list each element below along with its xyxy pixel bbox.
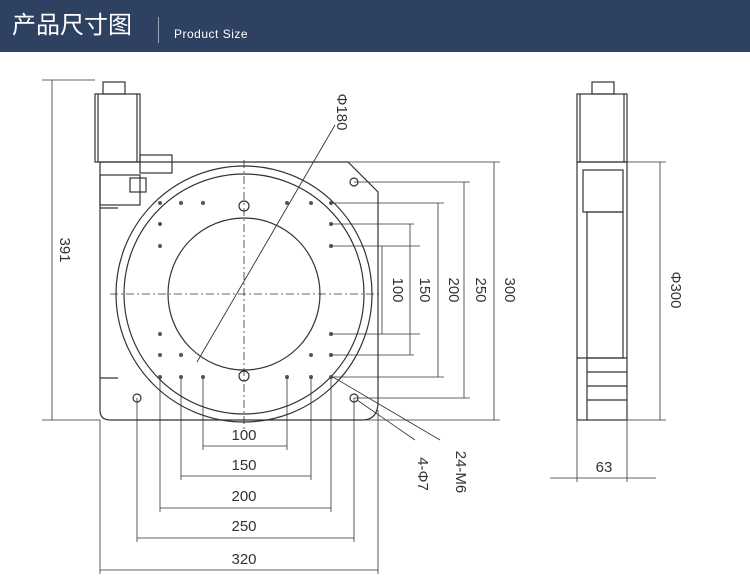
motor-knob (102, 81, 126, 95)
label-v300: 300 (501, 277, 518, 302)
motor-connector (139, 154, 173, 174)
label-v200: 200 (445, 277, 462, 302)
side-body (576, 161, 628, 421)
base-plate (99, 161, 379, 421)
label-v150: 150 (416, 277, 433, 302)
threaded-holes (158, 201, 333, 379)
label-h320: 320 (231, 551, 256, 568)
label-h200: 200 (231, 488, 256, 505)
side-middle-block (586, 211, 624, 359)
label-diameter-180: Φ180 (333, 94, 350, 131)
side-motor (576, 93, 628, 163)
technical-drawing: 391 Φ180 100 150 200 250 300 24-M6 4-Φ7 … (42, 79, 684, 574)
right-dimensions (331, 161, 500, 421)
label-h150: 150 (231, 457, 256, 474)
mount-block (129, 177, 147, 193)
turntable-ring (123, 173, 365, 415)
label-4-phi7: 4-Φ7 (414, 457, 431, 491)
label-h100: 100 (231, 427, 256, 444)
bottom-alignment-hole (238, 370, 250, 382)
side-upper-block (582, 169, 624, 213)
label-side-63: 63 (596, 459, 613, 476)
motor-mount (99, 174, 141, 206)
side-knob (591, 81, 615, 95)
motor-body (94, 93, 141, 163)
diameter-leader (196, 124, 336, 363)
label-v100: 100 (389, 277, 406, 302)
front-view (94, 81, 380, 430)
label-v250: 250 (472, 277, 489, 302)
hole-callout-leaders (332, 376, 441, 441)
label-391: 391 (56, 237, 73, 262)
label-24-m6: 24-M6 (452, 451, 469, 494)
top-alignment-hole (238, 200, 250, 212)
header-title: 产品尺寸图 (12, 11, 132, 39)
bottom-dimensions (99, 377, 379, 574)
dim-391 (42, 79, 100, 421)
header-bar: 产品尺寸图 Product Size (0, 0, 750, 52)
header-divider (158, 17, 159, 43)
label-side-diameter: Φ300 (667, 272, 684, 309)
header-subtitle: Product Size (174, 27, 249, 41)
side-dimensions (550, 161, 666, 482)
side-view (576, 81, 628, 421)
label-h250: 250 (231, 518, 256, 535)
